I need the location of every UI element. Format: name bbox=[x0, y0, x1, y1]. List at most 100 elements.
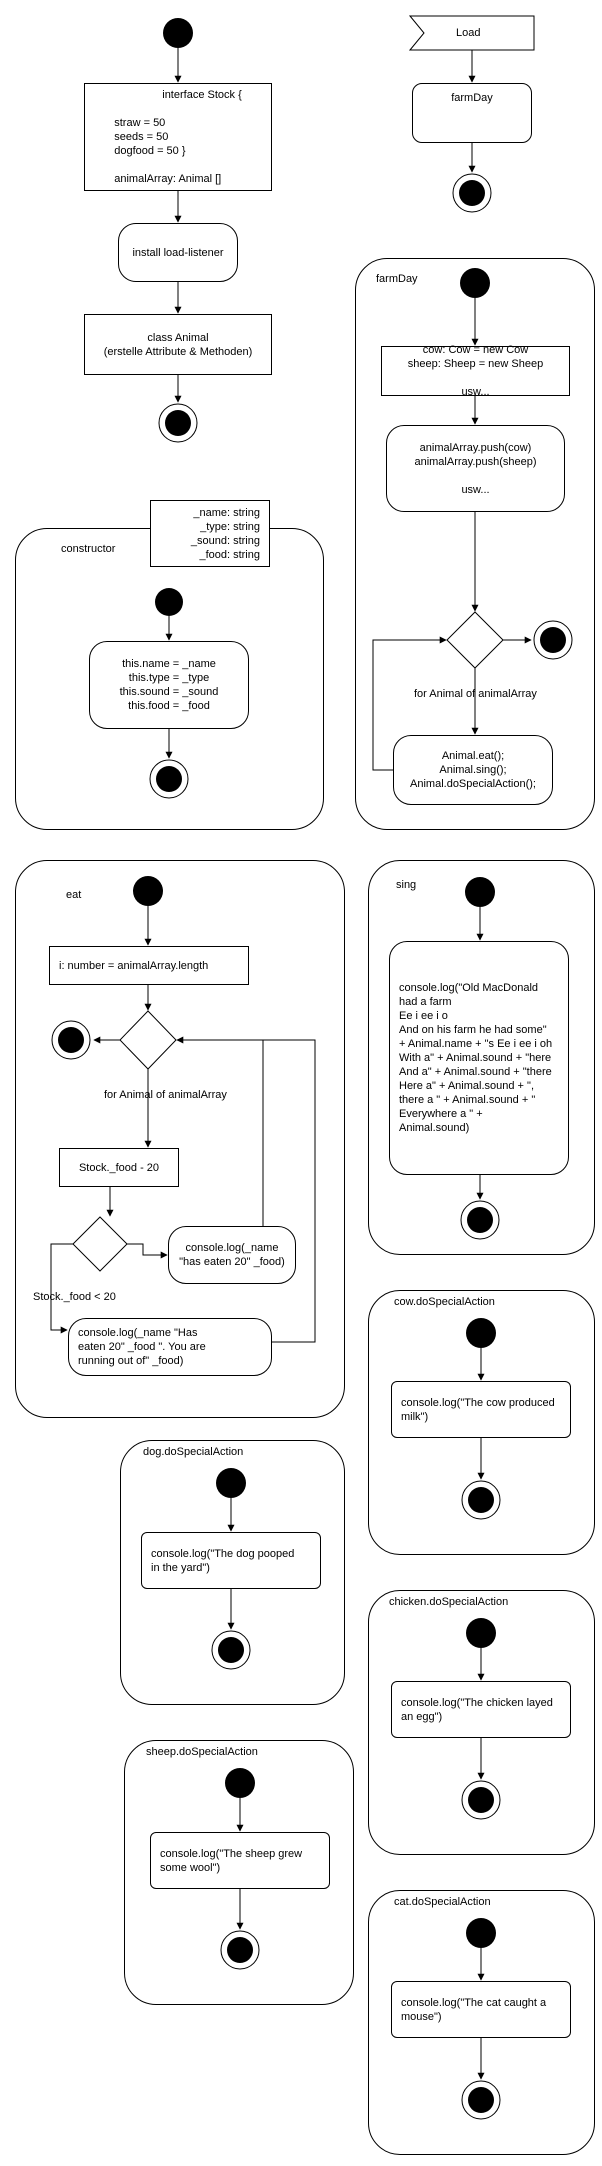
farmday-title: farmDay bbox=[376, 273, 418, 285]
sing-line: + Animal.name + "s Ee i ee i oh bbox=[399, 1038, 553, 1050]
dog-special-title: dog.doSpecialAction bbox=[143, 1446, 244, 1458]
constructor-end-node bbox=[149, 759, 189, 799]
sing-line: Animal.sound) bbox=[399, 1122, 470, 1134]
log-running-out-line: running out of" _food) bbox=[78, 1355, 184, 1367]
stock-line: animalArray: Animal [] bbox=[114, 173, 222, 185]
edge-actions-loop-back bbox=[372, 636, 447, 771]
sing-line: With a" + Animal.sound + "here bbox=[399, 1052, 552, 1064]
constructor-start-node bbox=[155, 588, 183, 616]
sing-body-action: console.log("Old MacDonald had a farm Ee… bbox=[389, 941, 569, 1175]
eat-decrement-box: Stock._food - 20 bbox=[59, 1148, 179, 1187]
ctor-body-line: this.name = _name bbox=[122, 658, 216, 670]
stock-line: straw = 50 bbox=[114, 117, 166, 129]
constructor-params-box: _name: string _type: string _sound: stri… bbox=[150, 500, 270, 567]
load-event-label: Load bbox=[456, 27, 481, 39]
param-line: _type: string bbox=[200, 520, 260, 533]
sing-line: Here a" + Animal.sound + ", bbox=[399, 1080, 534, 1092]
cat-start-node bbox=[466, 1918, 496, 1948]
end-node bbox=[158, 403, 198, 443]
sing-line: Everywhere a " + bbox=[399, 1108, 483, 1120]
chicken-start-node bbox=[466, 1618, 496, 1648]
dog-end-node bbox=[211, 1630, 251, 1670]
sheep-special-frame bbox=[124, 1740, 354, 2005]
log-eaten-action: console.log(_name "has eaten 20" _food) bbox=[168, 1226, 296, 1284]
push-animals-action: animalArray.push(cow) animalArray.push(s… bbox=[386, 425, 565, 512]
dog-special-body: console.log("The dog pooped in the yard"… bbox=[141, 1532, 321, 1589]
log-eaten-line: console.log(_name bbox=[185, 1242, 279, 1254]
stock-line: dogfood = 50 } bbox=[114, 145, 186, 157]
cow-special-frame bbox=[368, 1290, 595, 1555]
constructor-title: constructor bbox=[61, 543, 116, 555]
create-animals-box: cow: Cow = new Cow sheep: Sheep = new Sh… bbox=[381, 344, 570, 398]
cat-body-line: console.log("The cat caught a bbox=[401, 1996, 547, 2009]
create-line: sheep: Sheep = new Sheep bbox=[407, 358, 544, 370]
action-line: Animal.sing(); bbox=[439, 764, 507, 776]
action-line: Animal.doSpecialAction(); bbox=[410, 778, 536, 790]
ctor-body-line: this.food = _food bbox=[128, 700, 210, 712]
sheep-body-line: some wool") bbox=[160, 1861, 221, 1874]
chicken-special-body: console.log("The chicken layed an egg") bbox=[391, 1681, 571, 1738]
class-animal-box: class Animal (erstelle Attribute & Metho… bbox=[84, 314, 272, 375]
edge-guard-to-log-running-out bbox=[50, 1243, 73, 1334]
sheep-special-body: console.log("The sheep grew some wool") bbox=[150, 1832, 330, 1889]
sheep-special-title: sheep.doSpecialAction bbox=[146, 1746, 258, 1758]
cat-body-line: mouse") bbox=[401, 2010, 442, 2023]
stock-line bbox=[114, 158, 242, 172]
chicken-special-title: chicken.doSpecialAction bbox=[389, 1596, 509, 1608]
log-eaten-line: "has eaten 20" _food) bbox=[179, 1256, 285, 1268]
cow-special-body: console.log("The cow produced milk") bbox=[391, 1381, 571, 1438]
farmday-call-action: farmDay bbox=[412, 83, 532, 143]
eat-food-decision bbox=[72, 1216, 128, 1272]
load-end-node bbox=[452, 173, 492, 213]
sing-line: And a" + Animal.sound + "there bbox=[399, 1066, 552, 1078]
sheep-end-node bbox=[220, 1930, 260, 1970]
cat-special-frame bbox=[368, 1890, 595, 2155]
cat-end-node bbox=[461, 2080, 501, 2120]
ctor-body-line: this.type = _type bbox=[128, 672, 210, 684]
chicken-body-line: an egg") bbox=[401, 1710, 443, 1723]
eat-start-node bbox=[133, 876, 163, 906]
sing-line: Ee i ee i o bbox=[399, 1010, 448, 1022]
farmday-start-node bbox=[460, 268, 490, 298]
chicken-end-node bbox=[461, 1780, 501, 1820]
cat-special-title: cat.doSpecialAction bbox=[394, 1896, 491, 1908]
install-listener-action: install load-listener bbox=[118, 223, 238, 282]
chicken-special-frame bbox=[368, 1590, 595, 1855]
sing-end-node bbox=[460, 1200, 500, 1240]
class-animal-line: class Animal bbox=[147, 331, 209, 344]
farmday-frame bbox=[355, 258, 595, 830]
param-line: _food: string bbox=[199, 548, 260, 561]
sing-frame bbox=[368, 860, 595, 1255]
load-event-shape bbox=[409, 15, 535, 51]
farmday-end-node bbox=[533, 620, 573, 660]
sing-line: And on his farm he had some" bbox=[399, 1024, 547, 1036]
install-listener-label: install load-listener bbox=[132, 246, 224, 259]
create-line: cow: Cow = new Cow bbox=[422, 344, 529, 356]
eat-init-box: i: number = animalArray.length bbox=[49, 946, 249, 985]
farmday-call-label: farmDay bbox=[451, 92, 493, 104]
sheep-start-node bbox=[225, 1768, 255, 1798]
sheep-body-line: console.log("The sheep grew bbox=[160, 1847, 303, 1860]
constructor-body-action: this.name = _name this.type = _type this… bbox=[89, 641, 249, 729]
farmday-loop-label: for Animal of animalArray bbox=[414, 688, 537, 700]
cow-start-node bbox=[466, 1318, 496, 1348]
sing-start-node bbox=[465, 877, 495, 907]
stock-line bbox=[114, 102, 242, 116]
log-running-out-action: console.log(_name "Has eaten 20" _food "… bbox=[68, 1318, 272, 1376]
animal-actions-action: Animal.eat(); Animal.sing(); Animal.doSp… bbox=[393, 735, 553, 805]
ctor-body-line: this.sound = _sound bbox=[119, 686, 219, 698]
cat-special-body: console.log("The cat caught a mouse") bbox=[391, 1981, 571, 2038]
sing-line: console.log("Old MacDonald bbox=[399, 982, 539, 994]
create-line: usw... bbox=[461, 386, 490, 398]
eat-frame bbox=[15, 860, 345, 1418]
push-line: animalArray.push(cow) bbox=[419, 441, 532, 454]
cow-end-node bbox=[461, 1480, 501, 1520]
cow-special-title: cow.doSpecialAction bbox=[394, 1296, 495, 1308]
eat-loop-label: for Animal of animalArray bbox=[104, 1089, 227, 1101]
cow-body-line: console.log("The cow produced bbox=[401, 1396, 555, 1409]
sing-title: sing bbox=[396, 879, 417, 891]
edge-guard-to-log-eaten bbox=[127, 1243, 168, 1259]
log-running-out-line: eaten 20" _food ". You are bbox=[78, 1341, 206, 1353]
stock-line: seeds = 50 bbox=[114, 131, 169, 143]
